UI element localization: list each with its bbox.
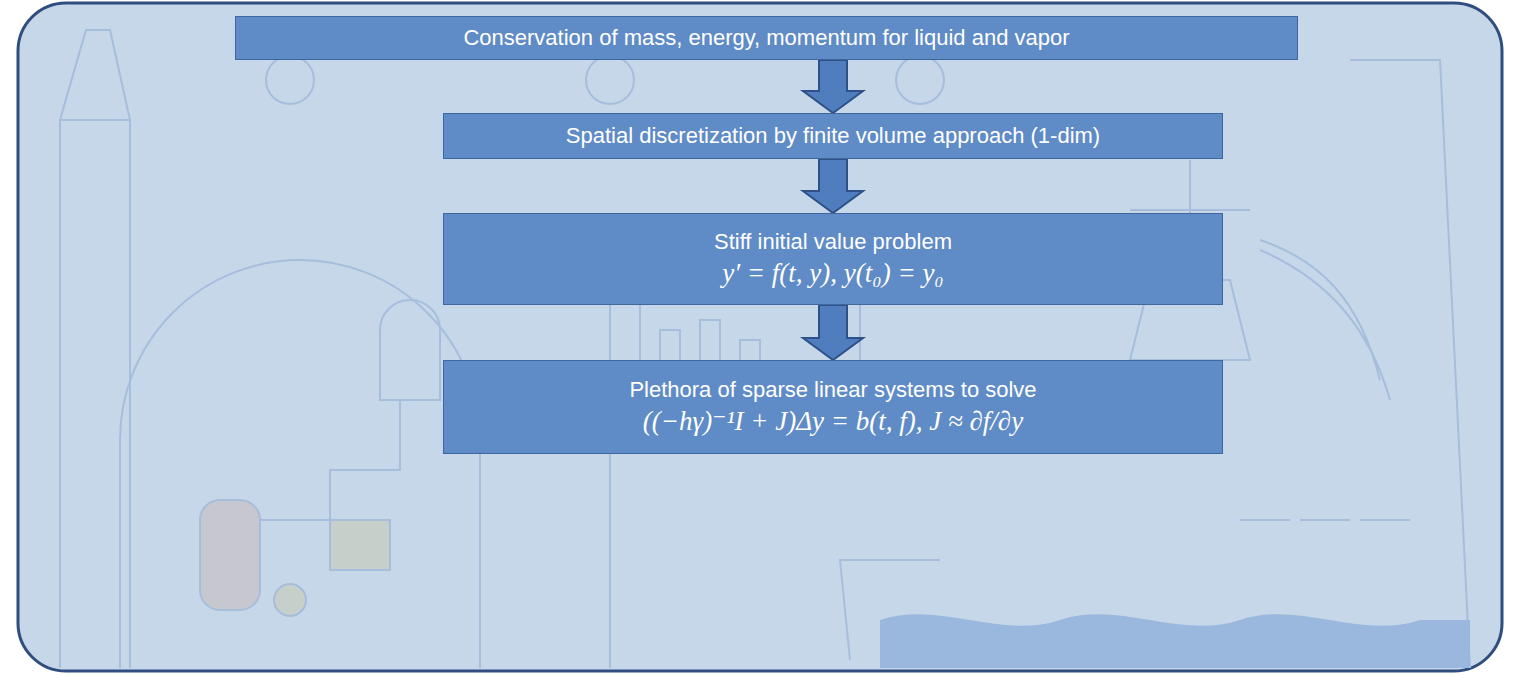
process-box: Conservation of mass, energy, momentum f… bbox=[235, 16, 1298, 60]
water bbox=[880, 614, 1470, 668]
pipe bbox=[260, 400, 400, 520]
block-arrow bbox=[803, 305, 863, 360]
cycle-icon bbox=[896, 56, 944, 104]
reactor-vessel bbox=[200, 500, 260, 610]
steam-generator bbox=[380, 300, 440, 400]
containment bbox=[120, 260, 480, 668]
cooling-tower bbox=[1350, 60, 1470, 668]
block-arrow bbox=[803, 159, 863, 213]
cycle-icon bbox=[586, 56, 634, 104]
box-label: Spatial discretization by finite volume … bbox=[566, 123, 1100, 149]
chimney-band bbox=[60, 119, 130, 121]
plant-sketch bbox=[60, 30, 1470, 668]
sprinklers bbox=[1240, 519, 1410, 521]
box-label: Conservation of mass, energy, momentum f… bbox=[463, 25, 1069, 51]
block-arrow bbox=[803, 60, 863, 113]
turbine-line bbox=[610, 250, 880, 668]
box-label: Plethora of sparse linear systems to sol… bbox=[629, 377, 1036, 403]
cycle-icon bbox=[266, 56, 314, 104]
process-box: Stiff initial value problemy′ = f(t, y),… bbox=[443, 213, 1223, 305]
box-label: Stiff initial value problem bbox=[714, 229, 952, 255]
process-box: Spatial discretization by finite volume … bbox=[443, 113, 1223, 159]
panel bbox=[18, 3, 1502, 671]
pump-wheel bbox=[274, 584, 306, 616]
power-lines bbox=[1260, 240, 1390, 400]
pump bbox=[330, 520, 390, 570]
process-box: Plethora of sparse linear systems to sol… bbox=[443, 360, 1223, 454]
equation: y′ = f(t, y), y(t₀) = y₀ bbox=[722, 257, 944, 289]
equation: ((−hγ)⁻¹I + J)Δy = b(t, f), J ≈ ∂f/∂y bbox=[643, 405, 1023, 437]
